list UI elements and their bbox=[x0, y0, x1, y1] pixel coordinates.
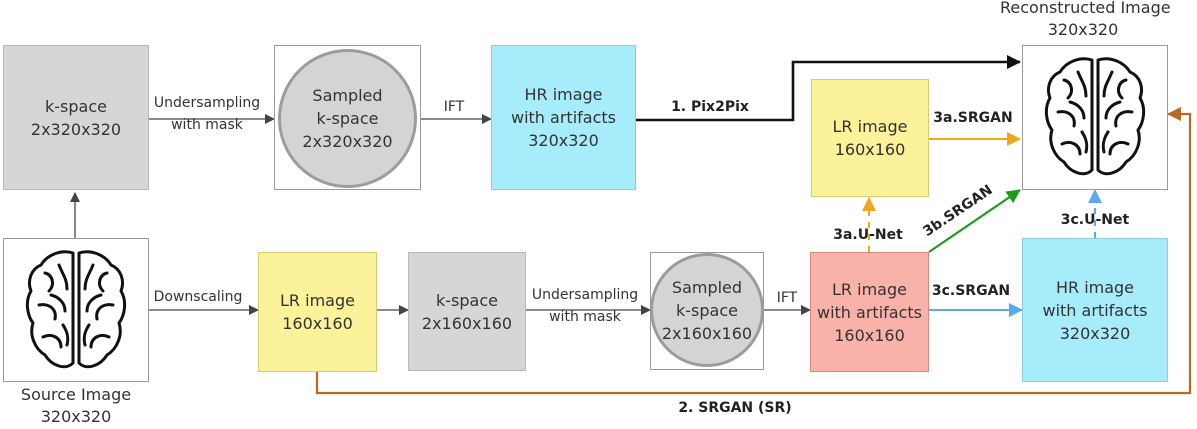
source-title: Source Image 320x320 bbox=[3, 384, 149, 428]
source-title-line1: Source Image bbox=[20, 385, 132, 404]
lr-artifacts-line2: with artifacts bbox=[817, 302, 922, 322]
sampled-kspace-top-line1: Sampled bbox=[312, 86, 383, 105]
kspace-source-line1: k-space bbox=[45, 96, 107, 116]
kspace-source-line2: 2x320x320 bbox=[30, 119, 122, 139]
reconstructed-title-line1: Reconstructed Image bbox=[1000, 0, 1171, 17]
hr-artifacts-bottom-line1: HR image bbox=[1055, 277, 1135, 297]
hr-artifacts-top-line1: HR image bbox=[524, 85, 603, 104]
label-ift-top: IFT bbox=[443, 99, 465, 115]
hr-artifacts-top-node: HR image with artifacts 320x320 bbox=[491, 45, 636, 190]
sampled-kspace-bottom-line1: Sampled bbox=[671, 277, 743, 297]
hr-artifacts-top-line2: with artifacts bbox=[511, 108, 616, 127]
lr-artifacts-node: LR image with artifacts 160x160 bbox=[810, 252, 929, 372]
label-ift-bottom: IFT bbox=[776, 290, 798, 306]
label-undersampling-top: Undersampling with mask bbox=[148, 92, 266, 136]
lr-image-left-line1: LR image bbox=[280, 291, 355, 310]
arrow-pix2pix bbox=[636, 55, 1021, 122]
label-unet-3c: 3c.U-Net bbox=[1060, 212, 1130, 228]
sampled-kspace-top-line2: k-space bbox=[316, 109, 379, 128]
lr-image-right-node: LR image 160x160 bbox=[811, 79, 929, 197]
brain-icon bbox=[25, 250, 127, 369]
lr-image-left-line2: 160x160 bbox=[282, 314, 353, 333]
label-pix2pix: 1. Pix2Pix bbox=[671, 99, 749, 115]
label-undersampling-bottom-line2: with mask bbox=[549, 309, 621, 325]
label-undersampling-bottom: Undersampling with mask bbox=[526, 284, 644, 328]
label-srgan-3a: 3a.SRGAN bbox=[933, 110, 1013, 126]
brain-icon bbox=[1044, 57, 1146, 176]
sampled-kspace-top-node: Sampled k-space 2x320x320 bbox=[278, 49, 417, 188]
sampled-kspace-top-line3: 2x320x320 bbox=[302, 132, 393, 151]
label-downscaling: Downscaling bbox=[153, 289, 243, 305]
label-unet-3a: 3a.U-Net bbox=[833, 227, 903, 243]
label-undersampling-bottom-line1: Undersampling bbox=[531, 287, 639, 303]
label-srgan-3c: 3c.SRGAN bbox=[931, 283, 1011, 299]
sampled-kspace-bottom-line3: 2x160x160 bbox=[661, 323, 753, 343]
hr-artifacts-bottom-line3: 320x320 bbox=[1059, 323, 1131, 343]
reconstructed-title: Reconstructed Image 320x320 bbox=[1000, 0, 1171, 41]
label-undersampling-top-line2: with mask bbox=[171, 117, 243, 133]
lr-image-left-node: LR image 160x160 bbox=[258, 252, 377, 372]
kspace-small-line1: k-space bbox=[436, 290, 498, 310]
arrow-srgan-3b bbox=[928, 189, 1021, 253]
kspace-small-line2: 2x160x160 bbox=[421, 313, 513, 333]
lr-artifacts-line1: LR image bbox=[832, 279, 907, 299]
label-srgan-sr: 2. SRGAN (SR) bbox=[678, 400, 792, 416]
arrow-srgan-sr bbox=[315, 107, 1192, 395]
reconstructed-title-line2: 320x320 bbox=[1047, 20, 1119, 39]
hr-artifacts-bottom-line2: with artifacts bbox=[1042, 300, 1148, 320]
source-title-line2: 320x320 bbox=[40, 407, 112, 426]
lr-image-right-line2: 160x160 bbox=[834, 140, 906, 159]
hr-artifacts-bottom-node: HR image with artifacts 320x320 bbox=[1022, 238, 1168, 382]
sampled-kspace-bottom-line2: k-space bbox=[676, 300, 738, 320]
label-undersampling-top-line1: Undersampling bbox=[153, 95, 261, 111]
kspace-source-node: k-space 2x320x320 bbox=[3, 45, 149, 190]
lr-image-right-line1: LR image bbox=[832, 117, 908, 136]
hr-artifacts-top-line3: 320x320 bbox=[528, 131, 599, 150]
kspace-small-node: k-space 2x160x160 bbox=[408, 252, 526, 371]
sampled-kspace-bottom-node: Sampled k-space 2x160x160 bbox=[650, 253, 764, 367]
lr-artifacts-line3: 160x160 bbox=[834, 325, 905, 345]
